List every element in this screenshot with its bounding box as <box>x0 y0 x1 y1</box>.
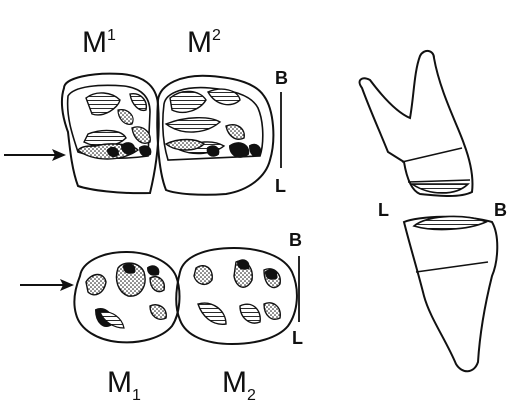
lower-first-molar-enamel-island <box>124 264 134 272</box>
lower-second-molar-enamel-island <box>238 260 248 268</box>
upper-first-molar-facet <box>130 94 146 111</box>
upper-second-molar-dentine <box>166 140 204 151</box>
side-lingual-label: L <box>378 200 389 220</box>
lower-buccal-label: B <box>289 230 302 250</box>
upper-second-molar-facet <box>170 91 206 112</box>
lower-first-molar-dentine <box>150 305 166 320</box>
lower-second-molar-facet <box>198 303 226 324</box>
lower-molars-occlusal-view <box>74 248 297 344</box>
upper-tooth-side <box>360 51 473 196</box>
lower-first-molar-enamel-island <box>148 266 158 274</box>
side-buccal-label: B <box>494 200 507 220</box>
lower-second-molar-facet <box>240 304 260 323</box>
upper-molars-occlusal-view <box>62 74 273 195</box>
upper-second-molar-enamel-island <box>250 145 260 156</box>
upper-indicator-arrow <box>4 149 66 161</box>
upper-first-molar-dentine <box>118 110 133 125</box>
upper-first-molar-enamel-island <box>108 148 118 156</box>
upper-tooth-cej-line <box>402 148 462 162</box>
upper-second-molar-facet <box>166 118 220 132</box>
upper-second-molar-enamel-island <box>230 143 248 157</box>
upper-first-molar-enamel-island <box>140 146 150 155</box>
lower-second-molar-label: M2 <box>222 366 256 403</box>
upper-second-molar-label: M2 <box>187 26 221 59</box>
lower-second-molar-dentine <box>264 303 280 319</box>
upper-lingual-label: L <box>275 176 286 196</box>
upper-first-molar-label: M1 <box>82 26 116 59</box>
upper-first-molar-enamel-island <box>122 143 134 153</box>
upper-first-molar-dentine <box>132 127 150 143</box>
lower-second-molar-dentine <box>194 266 212 285</box>
lower-second-molar-enamel-island <box>266 270 276 278</box>
lower-lingual-label: L <box>292 328 303 348</box>
upper-second-molar-dentine <box>226 125 244 140</box>
lower-first-molar-dentine <box>150 277 164 292</box>
upper-first-molar-facet <box>86 93 120 115</box>
lower-first-molar-label: M1 <box>107 366 141 403</box>
lower-tooth-cej-line <box>416 262 488 272</box>
upper-tooth-occlusal-line <box>408 180 470 182</box>
upper-buccal-label: B <box>275 68 288 88</box>
lower-first-molar-dentine <box>86 275 106 295</box>
upper-tooth-wear-facet <box>412 184 468 193</box>
upper-second-molar-enamel-island <box>208 146 219 155</box>
lower-tooth-side <box>404 217 497 372</box>
lower-indicator-arrow <box>20 279 74 291</box>
